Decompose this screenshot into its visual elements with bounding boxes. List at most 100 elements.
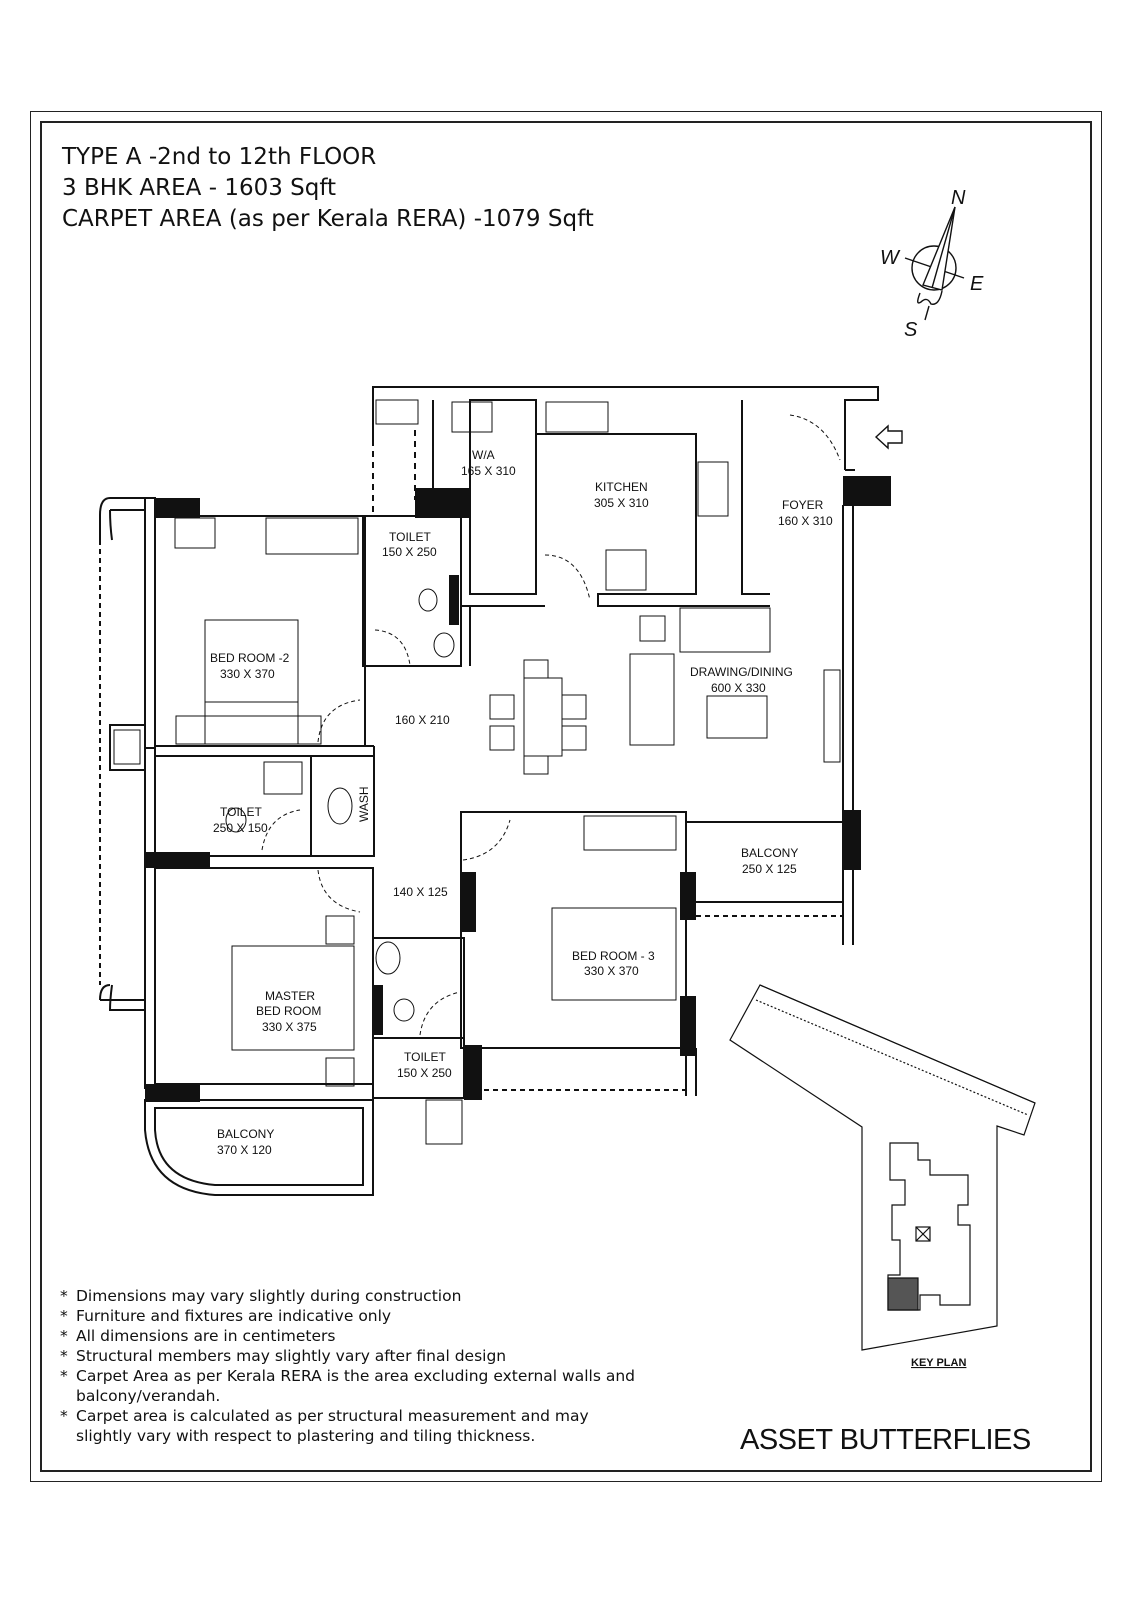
north-arrow-icon <box>922 206 956 291</box>
room-label-wa: W/A <box>472 448 495 462</box>
toilet1-walls <box>362 515 462 667</box>
sink-icon <box>545 401 609 433</box>
room-size-drawing: 600 X 330 <box>711 681 766 695</box>
bed-icon <box>551 907 677 1001</box>
sofa-icon <box>629 653 675 746</box>
inner-border <box>40 121 1092 1472</box>
bedroom2-walls <box>154 515 366 747</box>
door-icon <box>789 414 841 461</box>
key-plan <box>729 984 1036 1351</box>
wardrobe-icon <box>265 517 359 555</box>
note-item: Carpet area is calculated as per structu… <box>60 1406 636 1446</box>
type-a-highlight <box>887 1277 919 1311</box>
room-size-balcony1: 250 X 125 <box>742 862 797 876</box>
basin-icon <box>263 761 303 795</box>
road-edge <box>755 999 1029 1116</box>
entry-arrow-icon <box>874 424 903 450</box>
bed-icon <box>204 619 299 745</box>
room-size-bedroom3: 330 X 370 <box>584 964 639 978</box>
door-icon <box>261 809 301 851</box>
shaft-icon <box>425 1099 463 1145</box>
table-icon <box>639 615 666 642</box>
room-size-toilet1: 150 X 250 <box>382 545 437 559</box>
note-item: All dimensions are in centimeters <box>60 1326 636 1346</box>
note-item: Dimensions may vary slightly during cons… <box>60 1286 636 1306</box>
room-size-passage2: 140 X 125 <box>393 885 448 899</box>
site-boundary <box>729 984 1036 1351</box>
bedroom3-walls <box>460 811 687 1049</box>
room-size-passage1: 160 X 210 <box>395 713 450 727</box>
compass <box>904 206 965 321</box>
coffee-table-icon <box>706 695 768 739</box>
room-size-wa: 165 X 310 <box>461 464 516 478</box>
master-bedroom-walls <box>154 867 374 1085</box>
desk-icon <box>174 517 216 549</box>
room-label-bedroom2: BED ROOM -2 <box>210 651 290 665</box>
brand-name: ASSET BUTTERFLIES <box>740 1424 1031 1456</box>
room-label-bedroom3: BED ROOM - 3 <box>572 949 655 963</box>
compass-tail-icon <box>917 290 943 305</box>
room-label-toilet1: TOILET <box>389 530 431 544</box>
side-table-icon <box>325 915 355 945</box>
plan-area: 3 BHK AREA - 1603 Sqft <box>62 175 337 201</box>
basin-icon <box>433 632 455 658</box>
wash-basin-icon <box>327 787 353 825</box>
door-icon <box>374 629 411 666</box>
plan-type-title: TYPE A -2nd to 12th FLOOR <box>62 144 377 170</box>
note-item: Structural members may slightly vary aft… <box>60 1346 636 1366</box>
plan-carpet-area: CARPET AREA (as per Kerala RERA) -1079 S… <box>62 206 594 232</box>
toilet-icon <box>393 998 415 1022</box>
door-icon <box>317 699 361 743</box>
compass-ring <box>911 245 957 291</box>
room-label-master-2: BED ROOM <box>256 1004 321 1018</box>
room-size-bedroom2: 330 X 370 <box>220 667 275 681</box>
room-label-master-1: MASTER <box>265 989 315 1003</box>
compass-west: W <box>880 247 901 269</box>
compass-north: N <box>951 187 966 209</box>
walls <box>99 386 879 1196</box>
toilet3-walls <box>372 937 465 1039</box>
balcony2-walls <box>144 1099 374 1196</box>
room-label-foyer: FOYER <box>782 498 824 512</box>
note-item: Furniture and fixtures are indicative on… <box>60 1306 636 1326</box>
compass-east: E <box>970 273 984 295</box>
shower-tray-icon <box>451 401 493 433</box>
door-icon <box>317 869 361 913</box>
shaft-icon <box>113 729 141 765</box>
wa-walls <box>469 399 537 595</box>
room-label-kitchen: KITCHEN <box>595 480 648 494</box>
room-label-wash: WASH <box>357 786 371 822</box>
doors <box>261 414 841 1036</box>
sofa-icon <box>679 607 771 653</box>
basin-icon <box>375 941 401 975</box>
stove-icon <box>697 461 729 517</box>
room-size-toilet2: 250 X 150 <box>213 821 268 835</box>
furniture <box>113 399 841 1145</box>
room-size-master: 330 X 375 <box>262 1020 317 1034</box>
key-plan-label: KEY PLAN <box>911 1357 966 1369</box>
wardrobe-icon <box>583 815 677 851</box>
door-icon <box>462 819 511 861</box>
outer-border <box>30 111 1102 1482</box>
side-table-icon <box>325 1057 355 1087</box>
room-size-toilet3: 150 X 250 <box>397 1066 452 1080</box>
note-item: Carpet Area as per Kerala RERA is the ar… <box>60 1366 636 1406</box>
fridge-icon <box>605 549 647 591</box>
tv-unit-icon <box>823 669 841 763</box>
room-label-toilet3: TOILET <box>404 1050 446 1064</box>
plan-header: TYPE A -2nd to 12th FLOOR 3 BHK AREA - 1… <box>62 142 594 235</box>
dining-table-icon <box>523 677 563 757</box>
bed-icon <box>231 945 355 1051</box>
building-footprint <box>887 1142 971 1311</box>
toilet-icon <box>225 807 247 833</box>
structural-columns <box>145 476 891 1102</box>
notes-list: Dimensions may vary slightly during cons… <box>60 1286 636 1446</box>
compass-south: S <box>904 319 918 341</box>
room-label-balcony2: BALCONY <box>217 1127 274 1141</box>
wash-walls <box>310 755 375 857</box>
room-size-foyer: 160 X 310 <box>778 514 833 528</box>
room-label-toilet2: TOILET <box>220 805 262 819</box>
door-icon <box>419 991 461 1036</box>
door-icon <box>544 554 591 601</box>
